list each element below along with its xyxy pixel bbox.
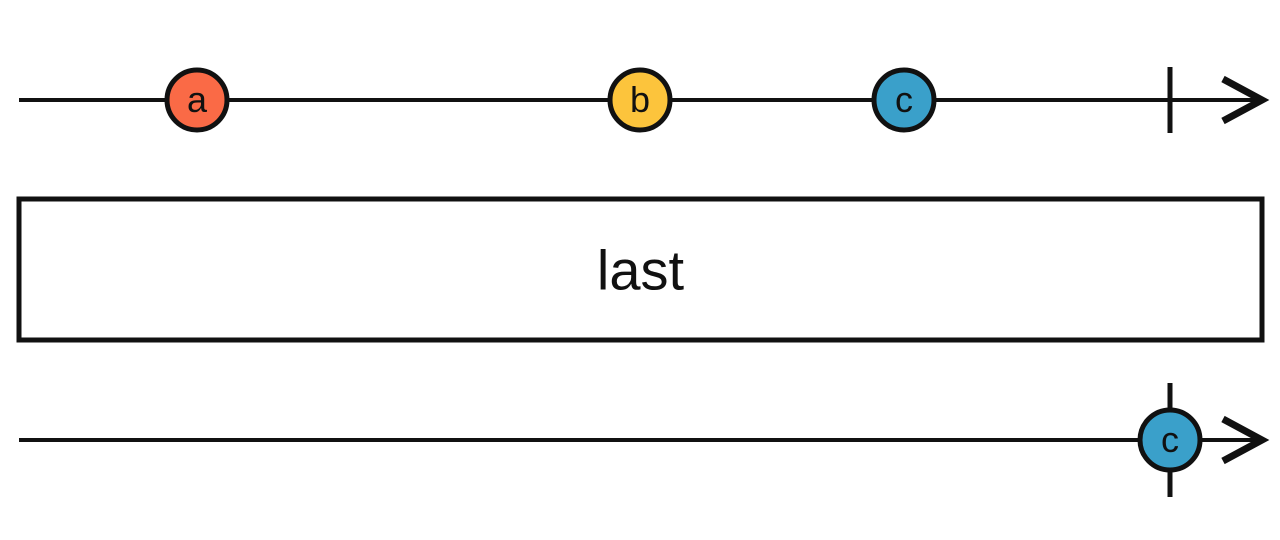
source-stream: a b c	[19, 67, 1270, 133]
marble-a[interactable]: a	[164, 67, 230, 133]
marble-c-circle	[871, 67, 937, 133]
marble-b[interactable]: b	[607, 67, 673, 133]
output-stream: c	[19, 383, 1270, 497]
marble-b-label: b	[630, 79, 650, 120]
marble-c: c	[1137, 407, 1203, 473]
marble-c[interactable]: c	[871, 67, 937, 133]
operator-label: last	[597, 239, 685, 302]
marble-a-circle	[164, 67, 230, 133]
timeline-arrow-icon	[1221, 75, 1270, 125]
operator-section: last	[16, 196, 1265, 343]
operator-box	[16, 196, 1265, 343]
marble-a-label: a	[187, 79, 208, 120]
marble-c-label: c	[1161, 419, 1179, 460]
marble-b-circle	[607, 67, 673, 133]
marble-c-label: c	[895, 79, 913, 120]
marble-c-circle	[1137, 407, 1203, 473]
timeline-arrow-icon	[1221, 415, 1270, 465]
